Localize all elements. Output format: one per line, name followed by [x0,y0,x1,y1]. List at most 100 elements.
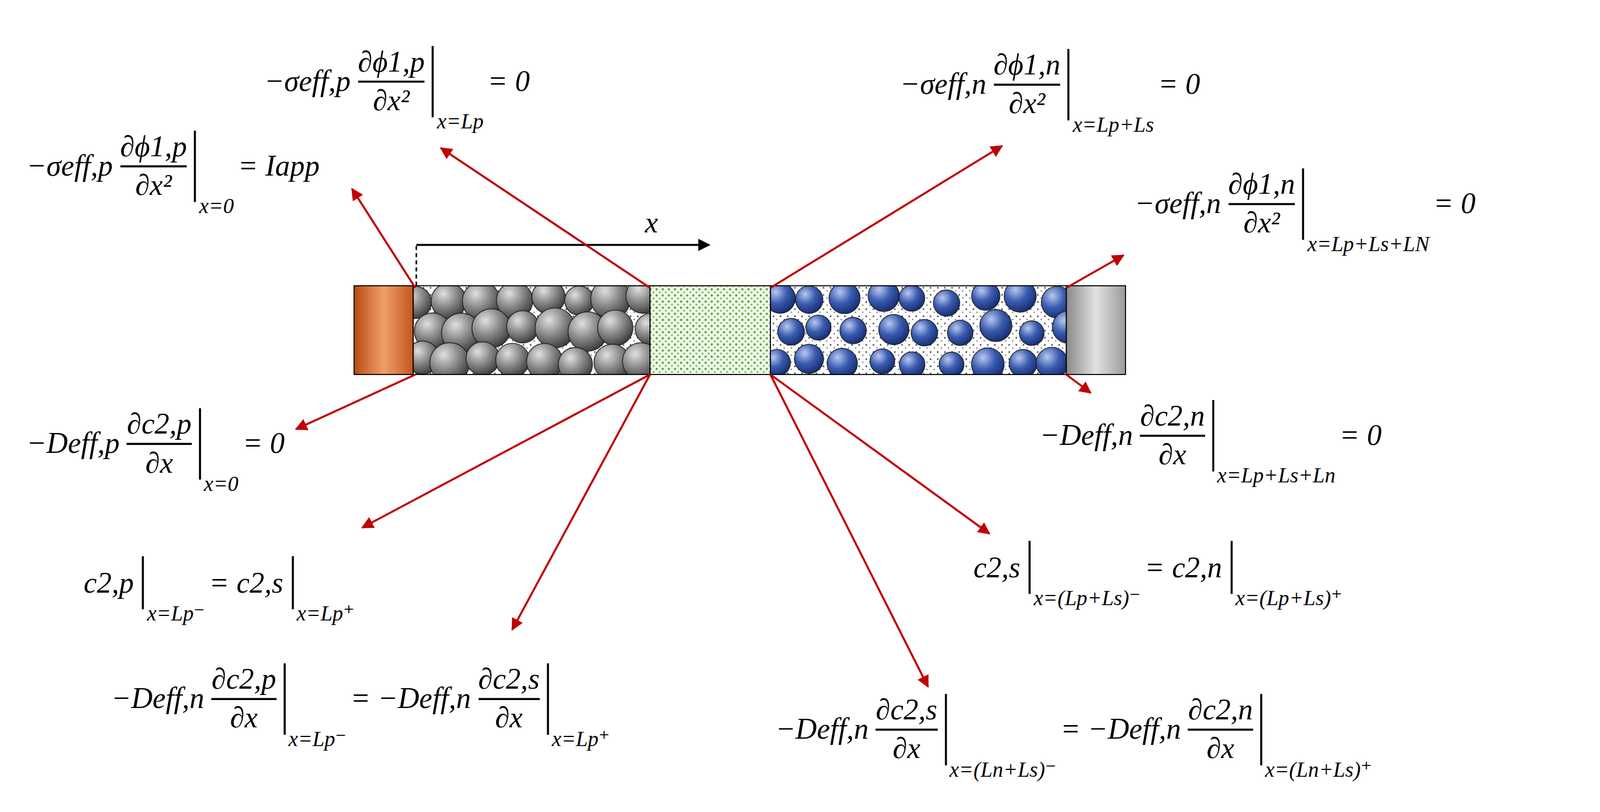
positive-electrode-outline [413,285,650,375]
positive-current-collector [353,285,414,375]
equation-term: = 0 [238,426,290,461]
leader-arrow [296,374,416,429]
leader-arrow [512,374,650,630]
active-particle [770,349,791,375]
fraction-bar [1188,728,1253,731]
equation-term: = 0 [487,64,530,98]
boundary-equation: −σeff,n∂ϕ1,n ∂x² x=Lp+Ls= 0 [896,48,1205,120]
active-particle [827,348,858,375]
evaluation-bar: x=(Lp+Ls)⁻ [1028,540,1141,594]
numerator: ∂c2,s [875,693,937,727]
evaluation-bar: x=(Lp+Ls)⁺ [1230,540,1343,594]
fraction-bar [477,697,540,700]
fraction: ∂c2,s ∂x [872,693,941,765]
evaluation-point: x=Lp+Ls [1072,113,1154,137]
active-particle [777,318,805,345]
numerator: ∂ϕ1,p [357,46,425,79]
evaluation-point: x=Lp [436,109,484,133]
fraction-bar [993,83,1061,86]
denominator: ∂x [1206,732,1235,765]
evaluation-bar: x=(Ln+Ls)⁻ [944,693,1057,765]
fraction: ∂c2,n∂x [1136,400,1208,472]
active-particle [626,285,650,314]
equation-term: = −Deff,n [346,681,475,716]
active-particle [795,285,823,314]
evaluation-point: x=Lp+Ls+Ln [1217,464,1336,488]
equation-term: −σeff,n [1134,186,1222,220]
equation-term: = 0 [1335,418,1386,453]
evaluation-bar: x=Lp+Ls [1067,48,1154,120]
denominator: ∂x [892,732,921,765]
active-particle [839,317,866,344]
evaluation-point: x=Lp⁻ [288,727,347,751]
active-particle [526,343,564,375]
evaluation-bar: x=Lp⁺ [291,556,355,610]
equation-term: = 0 [242,426,285,460]
numerator: ∂ϕ1,p [119,130,187,164]
active-particle [899,351,925,375]
numerator: ∂ϕ1,n [993,48,1061,82]
boundary-equation: c2,sx=(Lp+Ls)⁻= c2,nx=(Lp+Ls)⁺ [969,540,1343,594]
active-particle [558,347,593,375]
x-axis-arrow [416,243,710,247]
equation-term: = c2,s [209,565,284,599]
axis-label: x [644,207,658,240]
equation-term: −Deff,n [775,712,869,745]
denominator: ∂x [145,446,174,479]
equation-term: c2,p [83,565,134,599]
fraction-bar [357,80,425,83]
equation-term: −σeff,p [264,64,351,98]
fraction-bar [119,165,187,168]
equation-term: = Iapp [238,149,320,182]
equation-term: −Deff,p [22,426,124,461]
active-particle [1009,349,1037,375]
active-particle [933,289,960,316]
fraction: ∂c2,s∂x [475,663,543,735]
equation-term: −Deff,n [107,681,209,716]
fraction: ∂ϕ1,n ∂x² [1225,168,1299,240]
denominator: ∂x² [1008,87,1045,120]
axis-origin [415,244,418,286]
denominator: ∂x² [372,84,410,118]
equation-term: −σeff,n [1130,186,1225,221]
active-particle [980,309,1012,342]
evaluation-bar: x=0 [198,407,239,479]
equation-term: −σeff,p [26,149,114,182]
equation-term: = 0 [1157,67,1200,100]
separator-texture [650,285,771,375]
active-particle [506,310,539,344]
equation-term: −Deff,n [771,712,873,747]
numerator: ∂ϕ1,n [1228,168,1296,201]
denominator: ∂x² [1243,206,1280,240]
equation-term: −Deff,n [1039,418,1133,452]
fraction-bar [1228,202,1296,206]
boundary-equation: −Deff,n∂c2,p∂xx=Lp⁻= −Deff,n∂c2,s∂xx=Lp⁺ [107,663,611,735]
fraction: ∂ϕ1,p ∂x² [354,46,428,118]
equation-term: = 0 [1153,67,1205,102]
fraction-bar [875,728,937,731]
evaluation-point: x=(Lp+Ls)⁻ [1033,586,1141,610]
boundary-equation: −σeff,p∂ϕ1,p ∂x² x=Lp= 0 [260,46,535,118]
fraction: ∂c2,n∂x [1185,693,1257,765]
numerator: ∂c2,s [477,663,540,696]
boundary-equation: −σeff,p∂ϕ1,p∂x²x=0= Iapp [22,130,324,202]
fraction-bar [211,697,277,700]
boundary-equation: c2,px=Lp⁻= c2,sx=Lp⁺ [79,556,355,610]
boundary-equation: −Deff,n∂c2,s∂xx=(Ln+Ls)⁻= −Deff,n∂c2,n∂x… [771,693,1373,765]
active-particle [805,314,831,340]
equation-term: = 0 [1339,418,1382,452]
equation-term: c2,s [969,550,1025,585]
equation-term: −Deff,n [1035,418,1137,453]
active-particle [794,344,824,374]
active-particle [472,309,511,348]
evaluation-point: x=0 [203,472,239,496]
negative-current-collector [1066,285,1126,375]
numerator: ∂c2,n [1139,400,1205,433]
fraction-bar [126,442,192,445]
equation-term: = c2,n [1140,550,1227,585]
evaluation-bar: x=Lp [431,46,484,118]
equation-term: = c2,n [1144,550,1222,583]
equation-term: c2,s [973,550,1020,583]
equation-term: −σeff,n [900,67,987,100]
fraction: ∂ϕ1,p∂x² [117,130,191,202]
